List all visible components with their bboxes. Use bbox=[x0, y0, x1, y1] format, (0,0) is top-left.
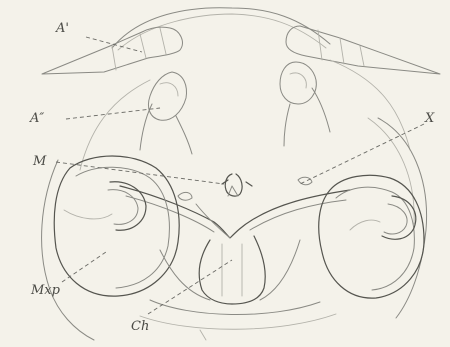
left-outer-shell bbox=[42, 160, 94, 340]
x-structure bbox=[298, 177, 312, 185]
central-ridge bbox=[120, 186, 350, 238]
right-maxilliped bbox=[319, 175, 424, 298]
leader-ch bbox=[148, 260, 232, 314]
label-a-prime: A' bbox=[56, 22, 69, 35]
leader-mxp bbox=[62, 252, 106, 282]
left-maxilliped-mxp bbox=[54, 156, 179, 296]
left-antenna-a-double-prime bbox=[140, 72, 192, 154]
central-stem bbox=[199, 240, 232, 304]
mouth-structure-m bbox=[222, 174, 252, 196]
label-x: X bbox=[425, 112, 434, 125]
leader-a-double-prime bbox=[66, 108, 160, 119]
right-outer-shell bbox=[378, 118, 427, 318]
label-ch: Ch bbox=[131, 320, 149, 333]
leader-a-prime bbox=[86, 37, 142, 52]
label-m: M bbox=[33, 155, 46, 168]
leader-x bbox=[300, 124, 424, 184]
label-mxp: Mxp bbox=[31, 284, 60, 297]
bottom-plate bbox=[150, 300, 320, 315]
label-a-double-prime: A″ bbox=[30, 112, 44, 125]
lower-left-arc bbox=[160, 250, 210, 300]
head-outline bbox=[112, 8, 330, 48]
right-antenna-double-prime bbox=[280, 62, 330, 146]
